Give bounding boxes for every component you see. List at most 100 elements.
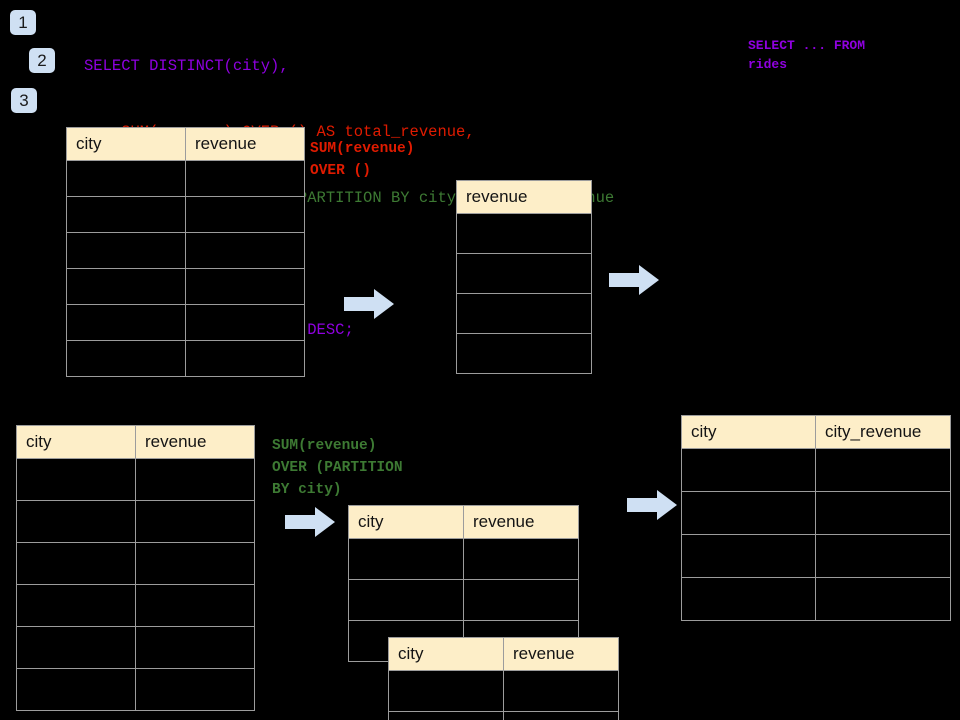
source-rides-table-partitioned: city revenue: [16, 425, 255, 711]
table-row: [456, 213, 592, 254]
table-row: [66, 196, 305, 233]
annotation-sum-over-empty: SUM(revenue) OVER (): [310, 141, 415, 179]
table-cell: [185, 304, 305, 341]
arrow-source-to-partition: [285, 507, 335, 537]
table-cell: [456, 253, 592, 294]
table-row: [16, 542, 255, 585]
table-row: [16, 584, 255, 627]
table-cell: [135, 626, 255, 669]
step-badge-3: 3: [11, 88, 37, 113]
table-header-row: city revenue: [16, 425, 255, 459]
table-cell: [185, 232, 305, 269]
table-cell: [135, 668, 255, 711]
table-row: [16, 458, 255, 501]
table-cell: [348, 538, 464, 580]
table-cell: [681, 448, 816, 492]
table-row: [16, 668, 255, 711]
table-row: [388, 711, 619, 720]
table-cell: [185, 160, 305, 197]
table-cell: [135, 500, 255, 543]
table-cell: [16, 542, 136, 585]
column-header-revenue: revenue: [463, 505, 579, 539]
table-row: [456, 333, 592, 374]
table-cell: [503, 670, 619, 712]
table-cell: [681, 534, 816, 578]
table-cell: [456, 333, 592, 374]
table-cell: [66, 304, 186, 341]
total-revenue-table: revenue: [456, 180, 592, 374]
arrow-total-to-result: [609, 265, 659, 295]
table-row: [348, 579, 579, 621]
table-cell: [185, 340, 305, 377]
annotation-sum-over-partition: SUM(revenue) OVER (PARTITION BY city): [272, 438, 403, 498]
table-cell: [16, 584, 136, 627]
table-header-row: city revenue: [66, 127, 305, 161]
table-cell: [66, 340, 186, 377]
table-cell: [66, 268, 186, 305]
column-header-city-revenue: city_revenue: [815, 415, 951, 449]
table-cell: [16, 626, 136, 669]
table-row: [681, 491, 951, 535]
table-cell: [185, 268, 305, 305]
table-header-row: city revenue: [388, 637, 619, 671]
column-header-city: city: [388, 637, 504, 671]
table-row: [456, 253, 592, 294]
table-cell: [348, 579, 464, 621]
table-cell: [135, 584, 255, 627]
table-row: [66, 340, 305, 377]
annotation-select-from: SELECT ... FROM rides: [748, 38, 866, 72]
table-row: [348, 538, 579, 580]
partition-group-table-back: city revenue: [348, 505, 579, 662]
table-row: [66, 160, 305, 197]
table-cell: [388, 670, 504, 712]
table-cell: [16, 500, 136, 543]
table-header-row: city revenue: [348, 505, 579, 539]
table-cell: [135, 542, 255, 585]
table-cell: [815, 491, 951, 535]
table-cell: [66, 196, 186, 233]
table-row: [681, 534, 951, 578]
table-cell: [456, 293, 592, 334]
partition-group-table-front: city revenue: [388, 637, 619, 720]
table-header-row: city city_revenue: [681, 415, 951, 449]
step-badge-2: 2: [29, 48, 55, 73]
table-cell: [681, 491, 816, 535]
column-header-revenue: revenue: [135, 425, 255, 459]
table-row: [681, 577, 951, 621]
table-cell: [815, 577, 951, 621]
table-row: [16, 626, 255, 669]
table-cell: [463, 579, 579, 621]
table-row: [66, 232, 305, 269]
table-cell: [388, 711, 504, 720]
step-badge-1: 1: [10, 10, 36, 35]
column-header-city: city: [16, 425, 136, 459]
table-row: [388, 670, 619, 712]
column-header-revenue: revenue: [456, 180, 592, 214]
table-header-row: revenue: [456, 180, 592, 214]
table-cell: [16, 458, 136, 501]
table-row: [66, 268, 305, 305]
arrow-source-to-total: [344, 289, 394, 319]
column-header-city: city: [66, 127, 186, 161]
table-cell: [16, 668, 136, 711]
column-header-city: city: [681, 415, 816, 449]
result-city-revenue-table: city city_revenue: [681, 415, 951, 621]
table-cell: [815, 448, 951, 492]
table-row: [16, 500, 255, 543]
arrow-partition-to-result: [627, 490, 677, 520]
table-cell: [815, 534, 951, 578]
table-cell: [135, 458, 255, 501]
table-cell: [66, 232, 186, 269]
sql-line-1: SELECT DISTINCT(city),: [84, 57, 289, 75]
table-cell: [681, 577, 816, 621]
table-cell: [463, 538, 579, 580]
table-cell: [456, 213, 592, 254]
table-cell: [66, 160, 186, 197]
column-header-revenue: revenue: [185, 127, 305, 161]
source-rides-table: city revenue: [66, 127, 305, 377]
table-cell: [185, 196, 305, 233]
table-row: [66, 304, 305, 341]
table-cell: [503, 711, 619, 720]
table-row: [456, 293, 592, 334]
